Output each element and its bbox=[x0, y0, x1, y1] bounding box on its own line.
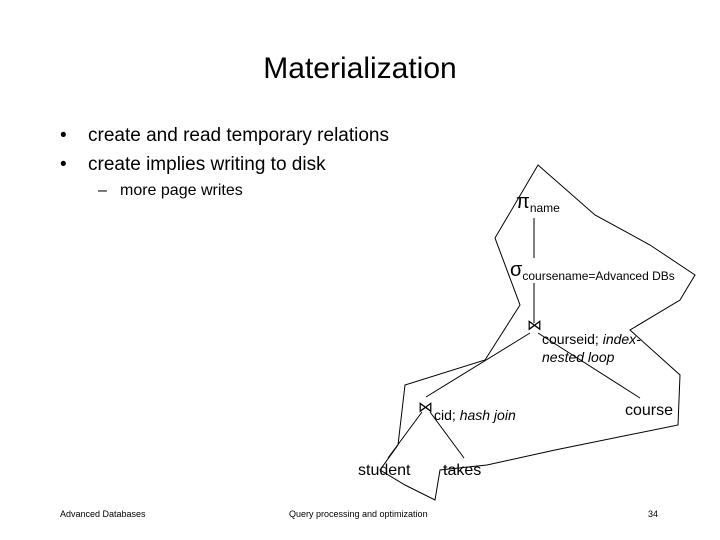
bullet-marker: • bbox=[60, 125, 67, 146]
join-top-method-line1: index- bbox=[602, 331, 641, 347]
footer-topic: Query processing and optimization bbox=[289, 509, 428, 519]
footer-course-name: Advanced Databases bbox=[60, 509, 146, 519]
sub-bullet-text: more page writes bbox=[120, 182, 243, 199]
sub-bullet-marker: – bbox=[98, 182, 107, 199]
sigma-symbol: σ bbox=[510, 259, 523, 281]
projection-node: πname bbox=[516, 191, 560, 215]
join-bottom-label: cid; hash join bbox=[434, 407, 516, 423]
join-bottom-method: hash join bbox=[459, 407, 516, 423]
leaf-takes: takes bbox=[443, 462, 482, 479]
leaf-course: course bbox=[625, 402, 674, 419]
bullet-text: create implies writing to disk bbox=[88, 154, 326, 175]
leaf-student: student bbox=[358, 462, 411, 479]
footer-page-number: 34 bbox=[648, 509, 659, 519]
bullet-item: • create and read temporary relations bbox=[60, 125, 389, 147]
selection-node: σcoursename=Advanced DBs bbox=[510, 259, 675, 283]
sub-bullet-item: –more page writes bbox=[98, 182, 243, 200]
pi-symbol: π bbox=[516, 191, 530, 213]
join-top-method-line2: nested loop bbox=[542, 349, 615, 365]
selection-subscript: coursename=Advanced DBs bbox=[522, 269, 675, 283]
slide-title: Materialization bbox=[263, 52, 457, 85]
join-top-label: courseid; index- nested loop bbox=[542, 330, 641, 366]
projection-subscript: name bbox=[529, 201, 560, 215]
bowtie-join-icon: ⋈ bbox=[527, 317, 542, 334]
join-top-attr: courseid; bbox=[542, 331, 603, 347]
bowtie-join-icon: ⋈ bbox=[418, 399, 433, 416]
bullet-text: create and read temporary relations bbox=[88, 125, 389, 146]
edge-join-hashjoin bbox=[425, 332, 531, 398]
bullet-marker: • bbox=[60, 154, 67, 175]
edge-hashjoin-student bbox=[387, 411, 423, 459]
join-bottom-attr: cid; bbox=[434, 407, 460, 423]
bullet-item: • create implies writing to disk bbox=[60, 154, 326, 176]
